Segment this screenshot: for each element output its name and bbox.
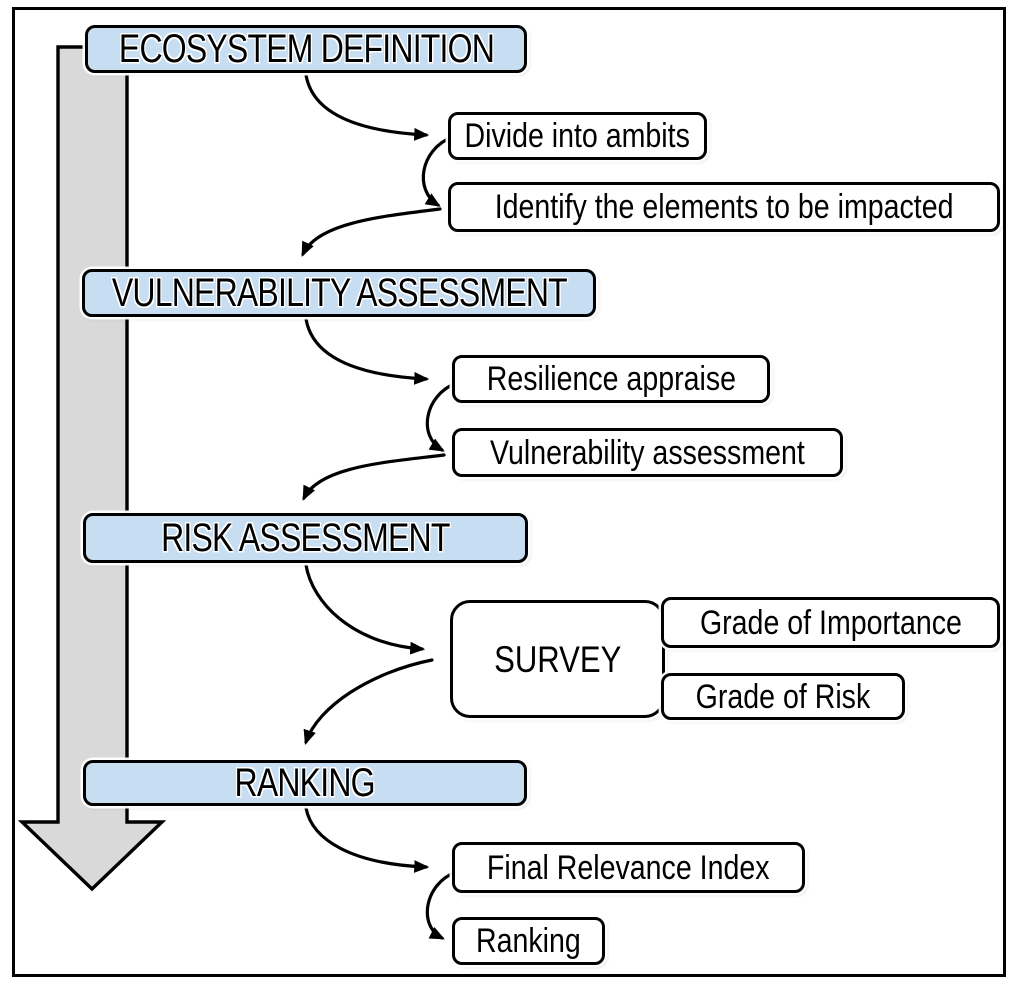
substep-final-relevance-index-label: Final Relevance Index (487, 848, 770, 887)
connector-ranking-stage-to-final-index (304, 806, 430, 873)
substep-grade-of-importance: Grade of Importance (661, 597, 1000, 648)
substep-vulnerability-assessment: Vulnerability assessment (452, 428, 843, 477)
connector-identify-to-vulnerability-stage (301, 207, 442, 257)
connector-ecosystem-to-divide (304, 73, 430, 141)
stage-risk-assessment-label: RISK ASSESSMENT (161, 516, 450, 560)
stage-ecosystem-definition-label: ECOSYSTEM DEFINITION (118, 27, 494, 71)
diagram-frame (12, 7, 1006, 977)
substep-grade-of-risk: Grade of Risk (661, 673, 905, 720)
connector-divide-to-identify (421, 135, 454, 207)
substep-identify-elements: Identify the elements to be impacted (448, 182, 1000, 232)
substep-divide-into-ambits: Divide into ambits (448, 112, 707, 160)
stage-ranking-label: RANKING (234, 761, 376, 805)
substep-grade-of-importance-label: Grade of Importance (699, 603, 962, 642)
substep-vulnerability-assessment-label: Vulnerability assessment (490, 433, 805, 472)
connector-risk-stage-to-survey (304, 563, 426, 655)
substep-resilience-appraise: Resilience appraise (452, 355, 770, 403)
connector-resilience-to-vulnerability-assessment (425, 381, 458, 452)
stage-vulnerability-assessment: VULNERABILITY ASSESSMENT (82, 269, 596, 317)
survey-box: SURVEY (450, 600, 665, 718)
connector-vulnerability-assessment-to-risk-stage (302, 453, 446, 501)
connector-vulnerability-stage-to-resilience (304, 317, 430, 385)
stage-ecosystem-definition: ECOSYSTEM DEFINITION (85, 25, 527, 73)
stage-ranking: RANKING (83, 760, 527, 806)
substep-divide-into-ambits-label: Divide into ambits (464, 117, 691, 155)
substep-grade-of-risk-label: Grade of Risk (695, 677, 871, 716)
stage-risk-assessment: RISK ASSESSMENT (83, 513, 528, 563)
stage-vulnerability-assessment-label: VULNERABILITY ASSESSMENT (111, 271, 567, 315)
substep-ranking: Ranking (452, 917, 605, 965)
substep-identify-elements-label: Identify the elements to be impacted (494, 188, 954, 226)
process-flow-arrow (17, 45, 167, 892)
survey-box-label: SURVEY (493, 638, 622, 680)
substep-final-relevance-index: Final Relevance Index (452, 842, 805, 893)
substep-resilience-appraise-label: Resilience appraise (486, 360, 736, 398)
connector-final-index-to-ranking (425, 870, 458, 940)
connector-survey-to-ranking-stage (303, 658, 434, 746)
substep-ranking-label: Ranking (476, 922, 581, 960)
